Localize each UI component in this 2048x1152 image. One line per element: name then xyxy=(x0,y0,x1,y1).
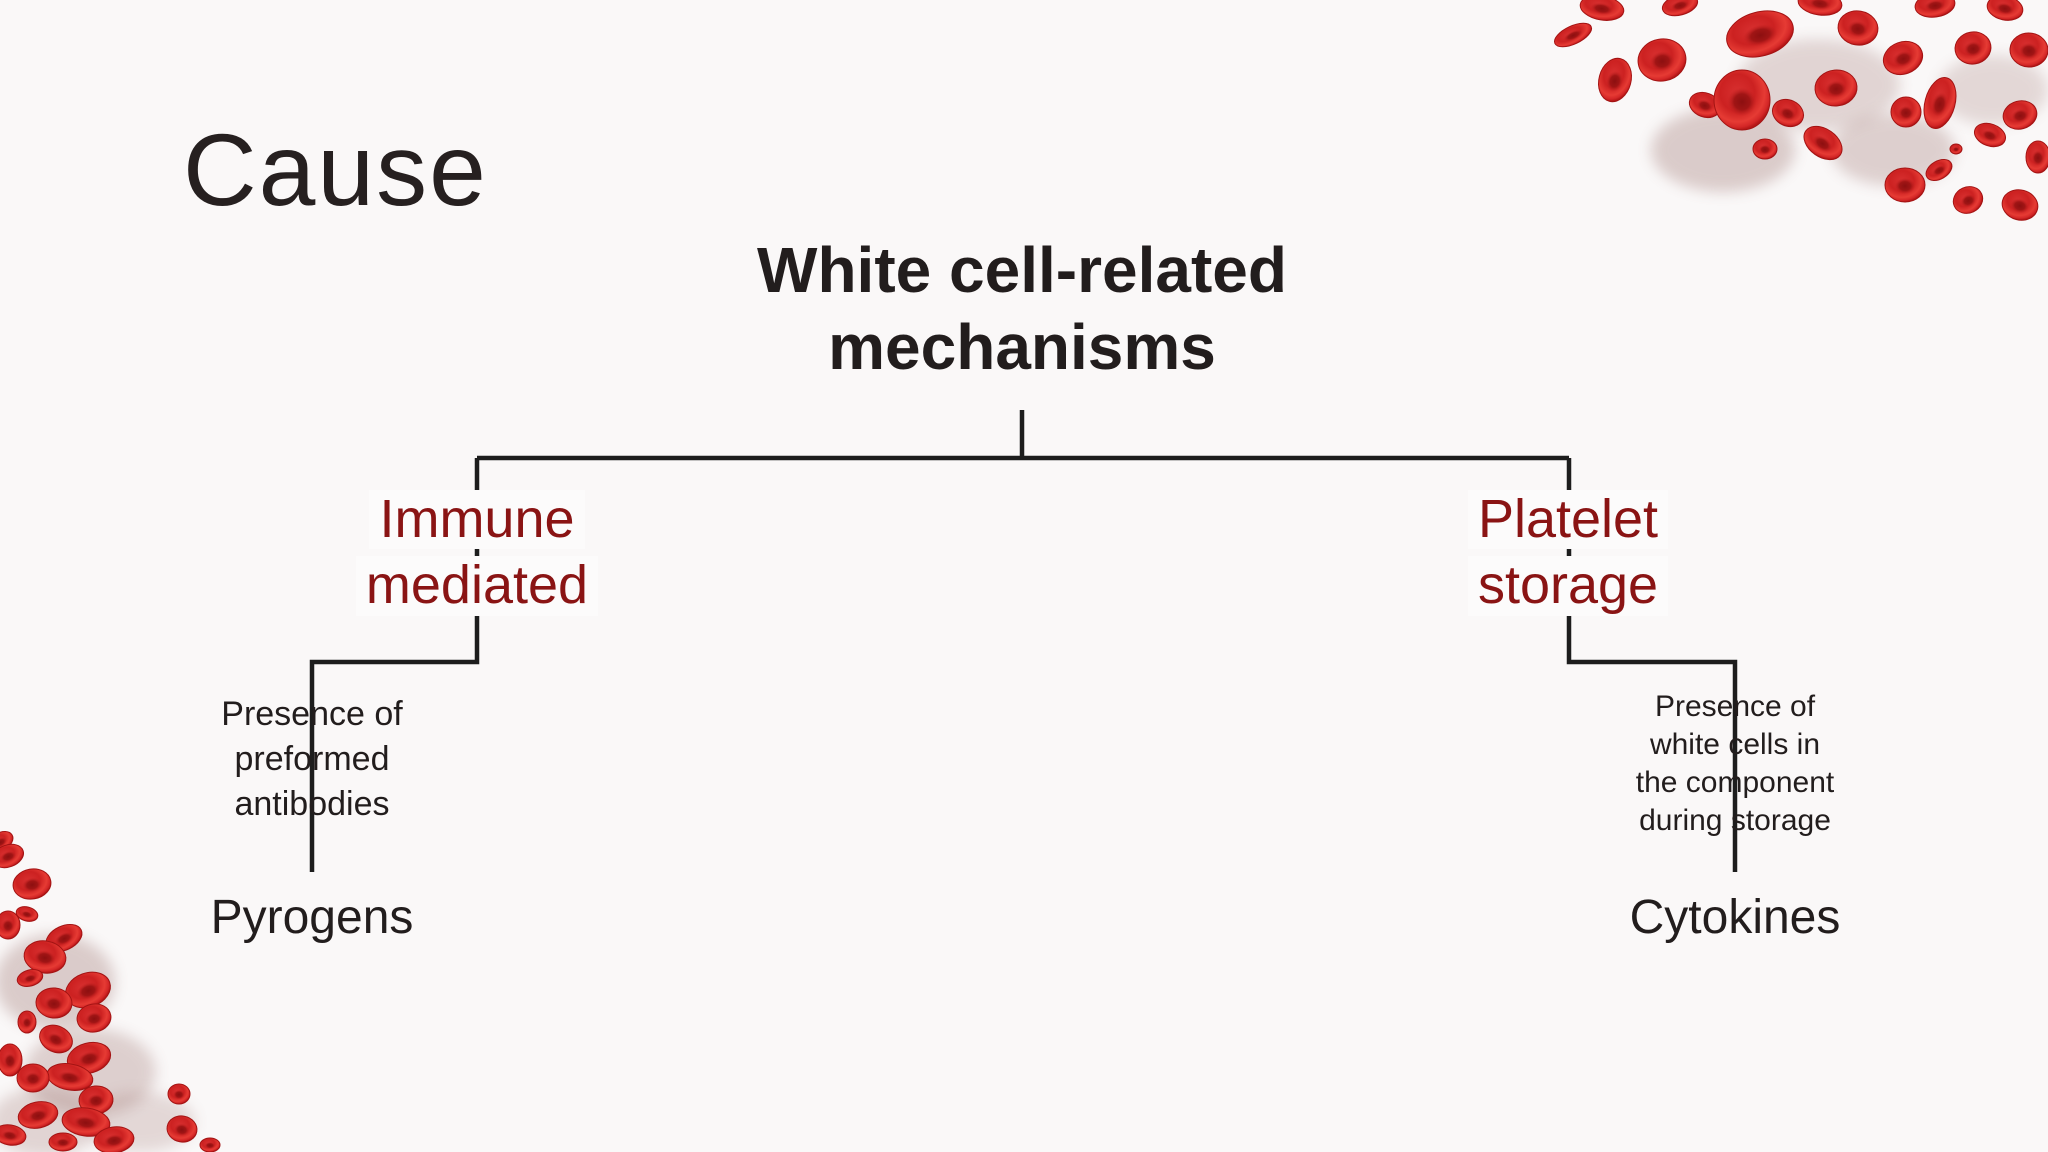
sub-node-preformed-antibodies: Presence of preformed antibodies xyxy=(162,692,462,827)
branch-label-line: Platelet xyxy=(1467,489,1669,550)
branch-label-line: storage xyxy=(1467,555,1669,616)
diagram-root-node: White cell-related mechanisms xyxy=(522,232,1522,386)
branch-label-line: mediated xyxy=(355,555,599,616)
branch-node-platelet-storage: Platelet storage xyxy=(1368,489,1768,616)
branch-node-immune-mediated: Immune mediated xyxy=(277,489,677,616)
branch-label-line: Immune xyxy=(369,489,585,550)
leaf-node-pyrogens: Pyrogens xyxy=(210,891,414,944)
slide-title: Cause xyxy=(183,113,488,227)
sub-label-line: preformed xyxy=(234,739,390,778)
blood-cells-decoration-top-right xyxy=(1553,0,2048,221)
sub-label-line: the component xyxy=(1635,766,1835,800)
root-line-2: mechanisms xyxy=(828,310,1216,383)
root-line-1: White cell-related xyxy=(757,234,1287,306)
sub-label-line: Presence of xyxy=(1654,690,1816,723)
blood-cells-decoration-bottom-left xyxy=(0,831,221,1152)
sub-label-line: Presence of xyxy=(221,695,403,733)
sub-node-white-cells-storage: Presence of white cells in the component… xyxy=(1585,688,1885,840)
sub-label-line: antibodies xyxy=(234,784,390,823)
sub-label-line: white cells in xyxy=(1649,728,1821,762)
sub-label-line: during storage xyxy=(1639,804,1831,838)
leaf-node-cytokines: Cytokines xyxy=(1629,891,1841,944)
